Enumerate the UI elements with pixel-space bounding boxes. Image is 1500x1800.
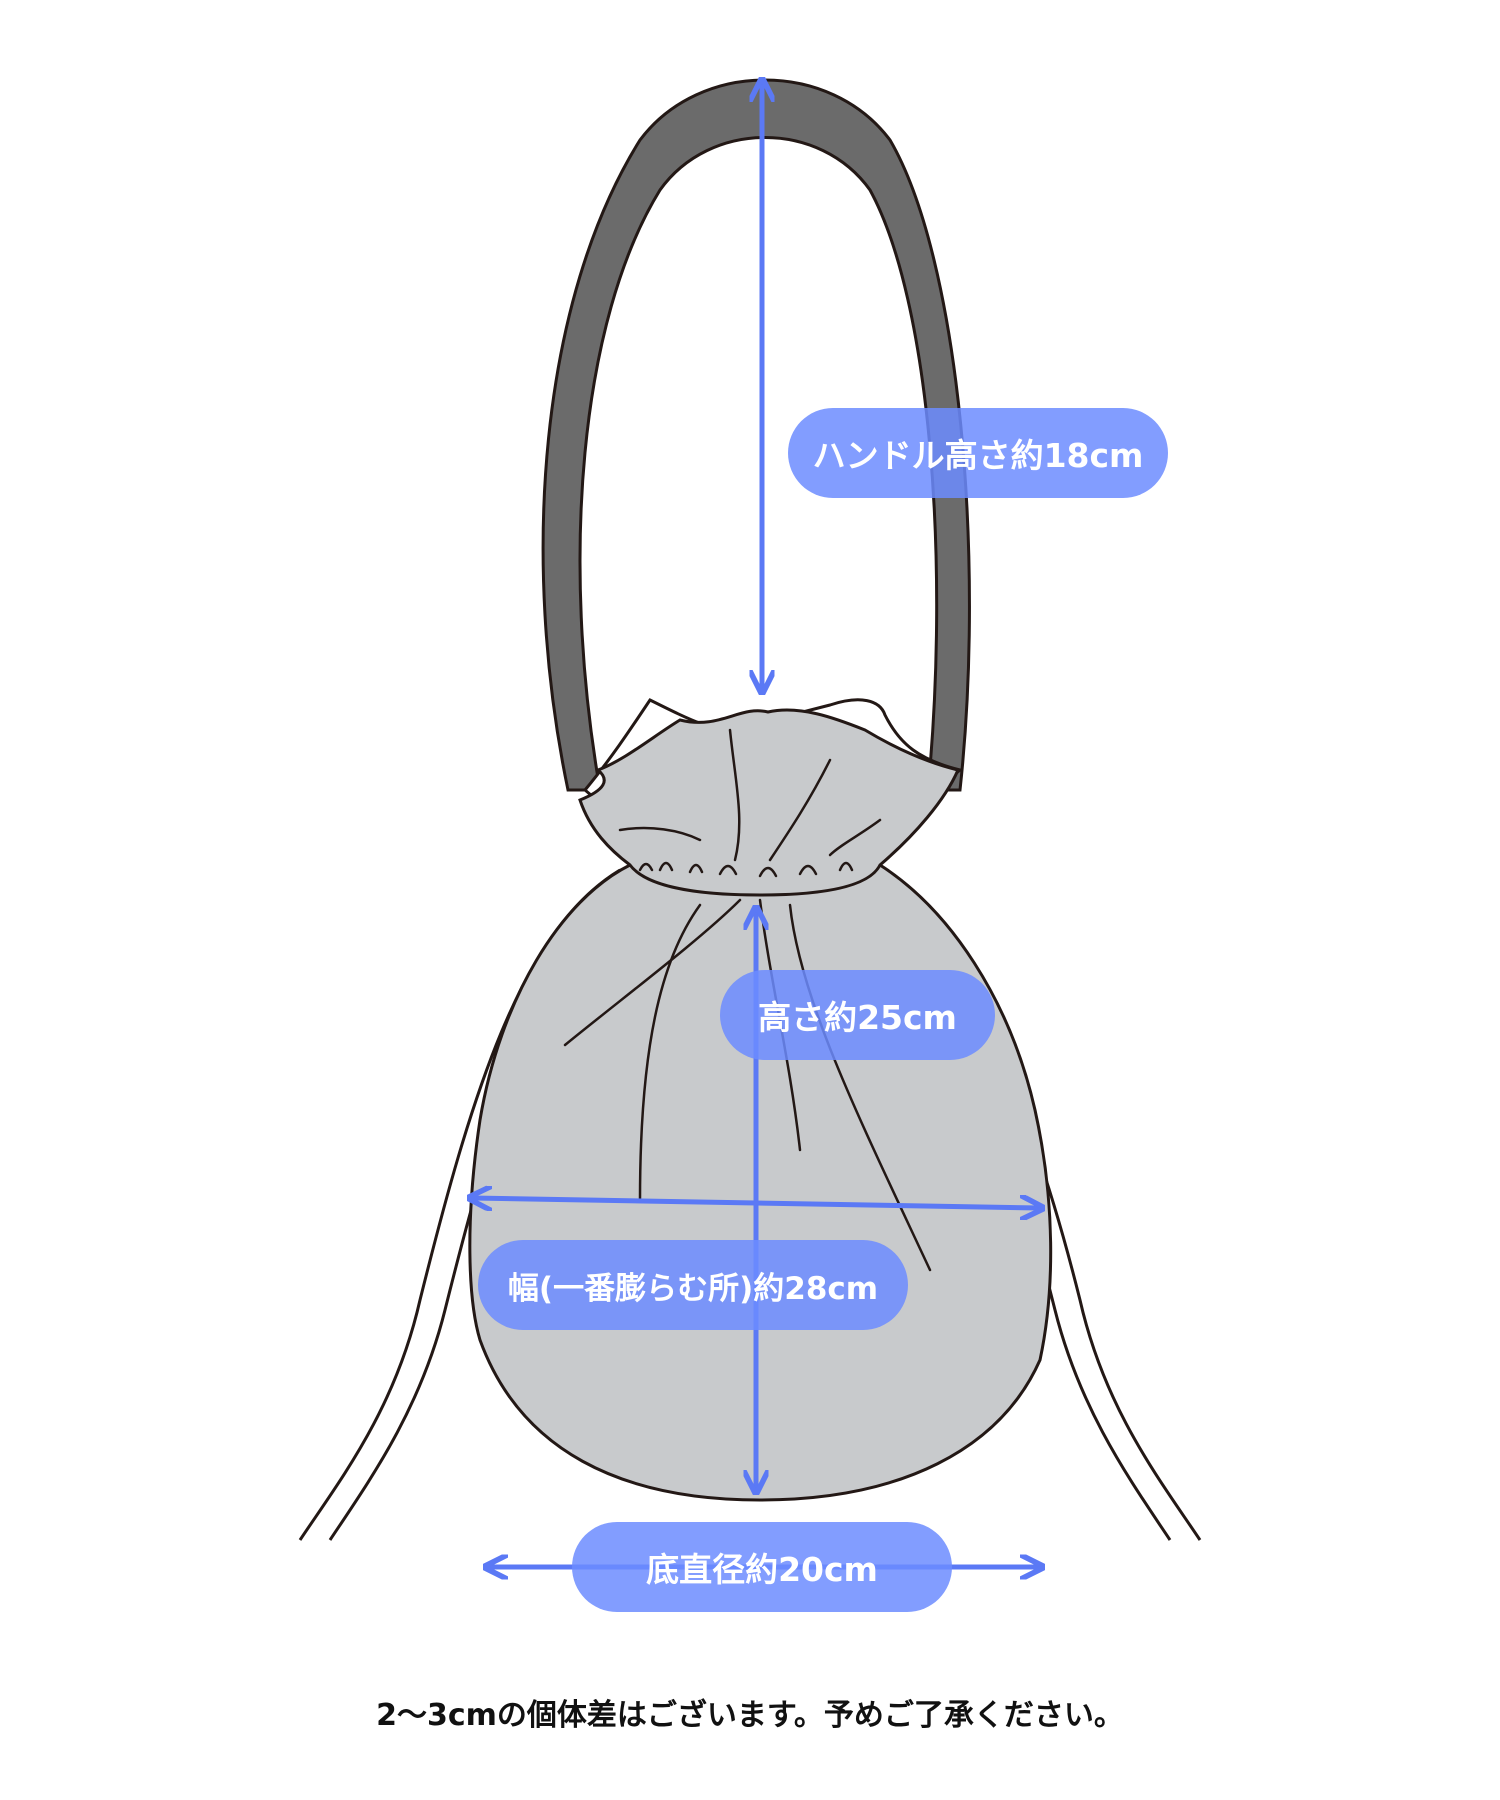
- bag-body: [468, 863, 1053, 1502]
- base-diameter-label: 底直径約20cm: [572, 1522, 952, 1612]
- bag-width-label: 幅(一番膨らむ所)約28cm: [478, 1240, 908, 1330]
- variance-note: 2〜3cmの個体差はございます。予めご了承ください。: [376, 1698, 1124, 1733]
- bag-neck: [578, 708, 961, 897]
- bag-height-label: 高さ約25cm: [720, 970, 995, 1060]
- handle-height-label: ハンドル高さ約18cm: [788, 408, 1168, 498]
- bag-width-arrow: [472, 1198, 1040, 1208]
- handle-strap: [541, 78, 971, 792]
